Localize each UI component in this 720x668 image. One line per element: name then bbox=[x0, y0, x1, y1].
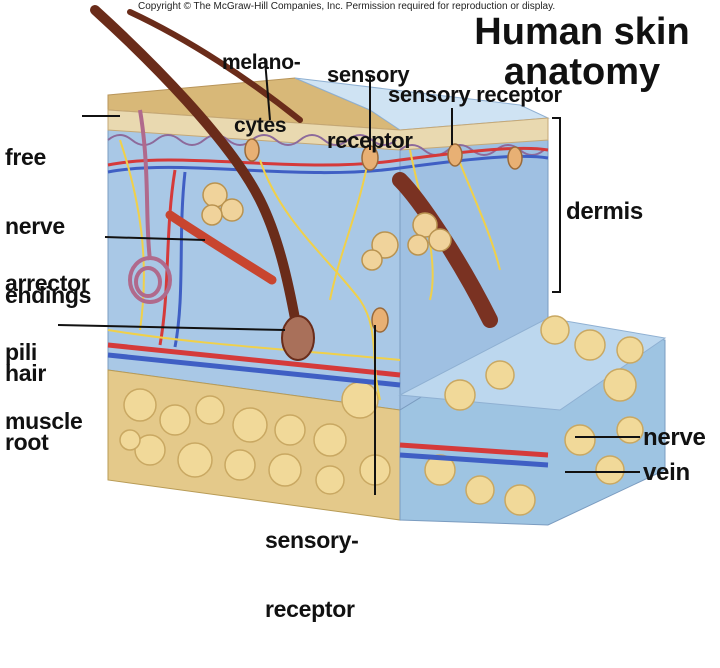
label-sensory-receptor-right: sensory receptor bbox=[388, 82, 562, 107]
title-line-1: Human skin bbox=[474, 11, 690, 53]
sensory-receptor-corpuscles bbox=[244, 138, 523, 333]
vessel-front-blue bbox=[399, 452, 549, 468]
copyright-notice: Copyright © The McGraw-Hill Companies, I… bbox=[138, 1, 556, 12]
label-melanocytes: melano- cytes bbox=[222, 10, 301, 178]
label-sensory-receptor-bottom: sensory- receptor bbox=[265, 483, 359, 667]
hair-root-bulb bbox=[281, 315, 315, 361]
vein-horizontal bbox=[107, 352, 401, 388]
label-hair-root-line1: hair bbox=[5, 360, 46, 386]
label-melanocytes-line1: melano- bbox=[222, 51, 301, 74]
vein-upper bbox=[107, 154, 549, 175]
label-arrector-line2: pili bbox=[5, 339, 38, 365]
sebaceous-glands bbox=[201, 182, 452, 271]
fat-lobules bbox=[119, 381, 391, 495]
label-dermis: dermis bbox=[566, 198, 643, 225]
artery-horizontal bbox=[107, 342, 401, 378]
label-sensory-receptor-top-line2: receptor bbox=[327, 128, 413, 153]
label-sensory-receptor-bottom-line1: sensory- bbox=[265, 527, 359, 553]
hair-shaft bbox=[90, 5, 303, 340]
sweat-gland bbox=[128, 109, 172, 304]
label-sensory-receptor-bottom-line2: receptor bbox=[265, 596, 355, 622]
label-hair-root-line2: root bbox=[5, 429, 49, 455]
label-free-nerve-endings: free nerve endings bbox=[5, 100, 91, 353]
vessel-front-red bbox=[399, 442, 549, 458]
label-arrector-line3: muscle bbox=[5, 408, 83, 434]
label-hair-root: hair root bbox=[5, 316, 49, 500]
skin-cross-section-illustration bbox=[57, 5, 667, 526]
label-free-nerve-line1: free bbox=[5, 144, 46, 170]
diagram-title: Human skin anatomy bbox=[462, 12, 702, 92]
fat-lobules-right bbox=[424, 315, 644, 516]
label-vein: vein bbox=[643, 459, 690, 486]
label-free-nerve-line2: nerve bbox=[5, 213, 65, 239]
label-nerve: nerve bbox=[643, 424, 706, 451]
hair-shaft-2 bbox=[127, 9, 303, 123]
epidermis-band bbox=[107, 109, 549, 151]
skin-anatomy-diagram: Copyright © The McGraw-Hill Companies, I… bbox=[5, 1, 706, 621]
label-sensory-receptor-top: sensory receptor bbox=[327, 20, 413, 196]
leader-lines bbox=[57, 59, 640, 495]
label-arrector-pili-muscle: arrector pili muscle bbox=[5, 226, 90, 479]
label-arrector-line1: arrector bbox=[5, 270, 90, 296]
artery-branch bbox=[158, 169, 177, 346]
arrector-pili-muscle bbox=[165, 210, 277, 285]
label-free-nerve-line3: endings bbox=[5, 282, 92, 308]
label-melanocytes-line2: cytes bbox=[234, 114, 287, 137]
title-line-2: anatomy bbox=[503, 51, 661, 93]
dermis-bracket bbox=[552, 117, 561, 293]
label-sensory-receptor-top-line1: sensory bbox=[327, 62, 410, 87]
